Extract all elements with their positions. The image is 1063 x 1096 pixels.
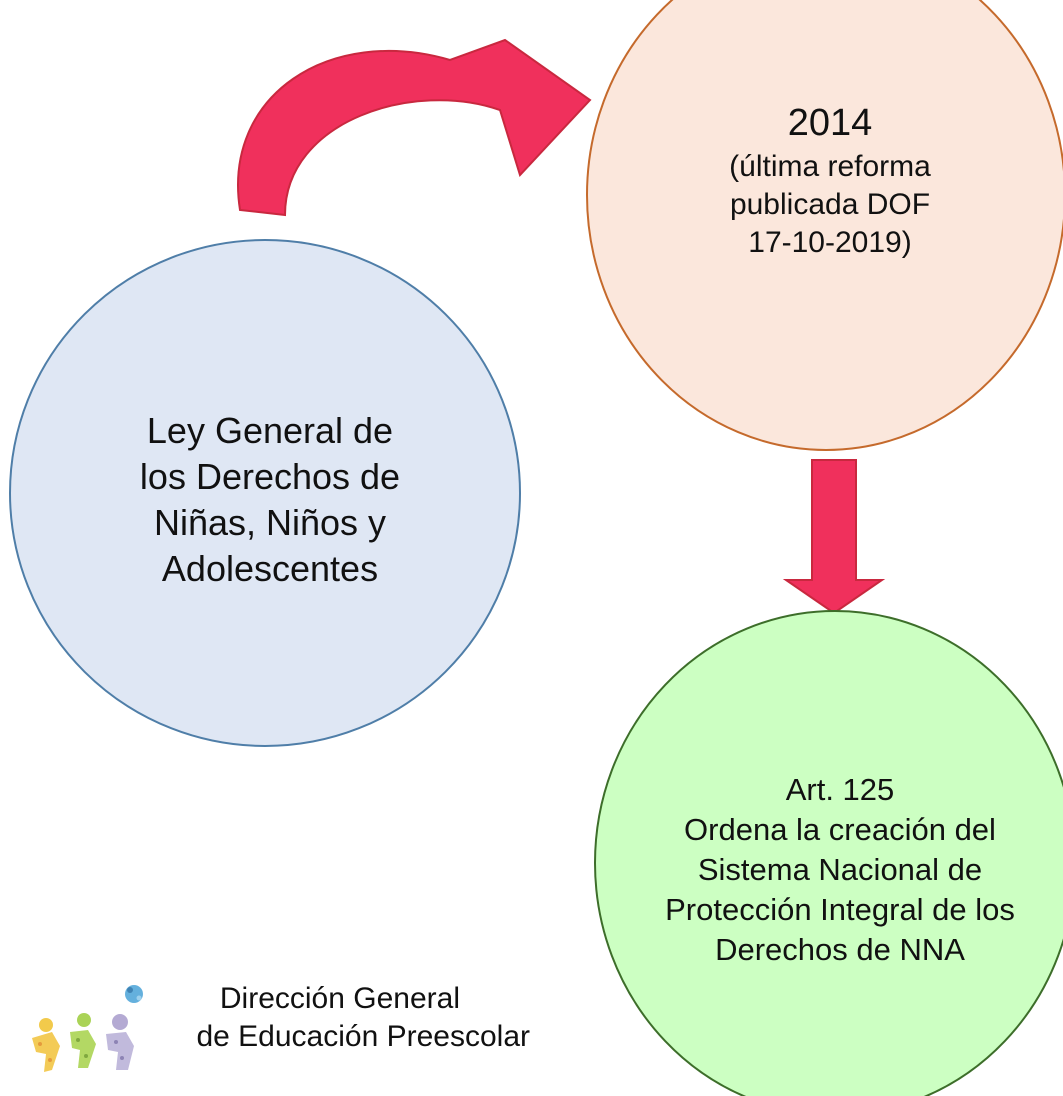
article-line: Ordena la creación del xyxy=(684,812,996,847)
law-line: Adolescentes xyxy=(161,548,379,589)
year-note-line: 17-10-2019) xyxy=(748,226,912,259)
footer-line-2: de Educación Preescolar xyxy=(196,1020,530,1053)
law-line: los Derechos de xyxy=(139,456,401,497)
down-arrow xyxy=(782,459,886,615)
article-line: Sistema Nacional de xyxy=(697,852,983,887)
year-note-line: publicada DOF xyxy=(729,188,931,221)
year-label: 2014 (última reforma publicada DOF 17-10… xyxy=(620,80,1040,280)
law-circle xyxy=(9,239,521,747)
article-line: Derechos de NNA xyxy=(715,932,965,967)
footer-line-1: Dirección General xyxy=(219,982,460,1015)
year-note-line: (última reforma xyxy=(729,150,931,183)
children-logo-icon xyxy=(32,985,143,1072)
year-value: 2014 xyxy=(787,102,873,144)
law-line: Niñas, Niños y xyxy=(153,502,387,543)
article-label: Art. 125 Ordena la creación del Sistema … xyxy=(590,755,1063,985)
article-line: Protección Integral de los xyxy=(665,892,1015,927)
footer-institution: Dirección General de Educación Preescola… xyxy=(60,980,530,1056)
curved-arrow xyxy=(237,38,592,217)
article-line: Art. 125 xyxy=(785,772,895,807)
year-circle xyxy=(586,0,1063,451)
law-title: Ley General de los Derechos de Niñas, Ni… xyxy=(60,395,480,605)
law-line: Ley General de xyxy=(146,410,394,451)
article-circle xyxy=(594,610,1063,1096)
